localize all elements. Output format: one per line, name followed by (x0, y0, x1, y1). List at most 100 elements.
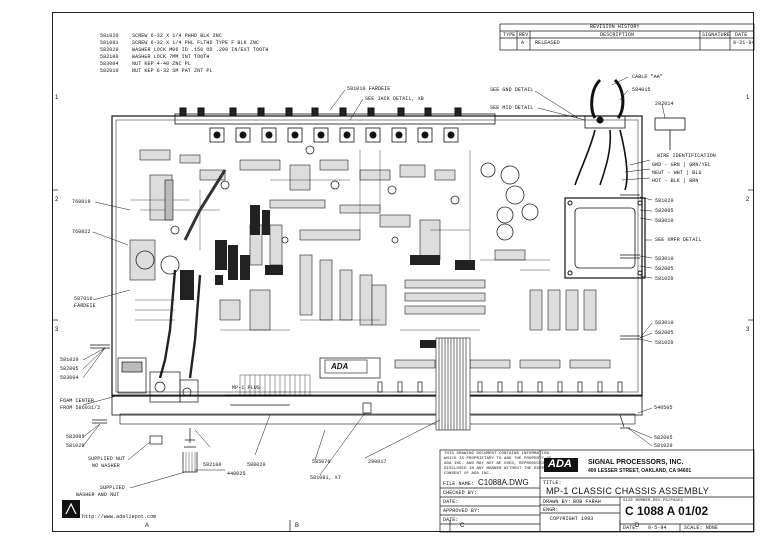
revision-header-description: DESCRIPTION (600, 32, 635, 38)
callout-right-581020-b: 581020 (655, 276, 674, 282)
callout-xmfr-detail: SEE XMFR DETAIL (655, 237, 702, 243)
zone-row-2-right: 2 (746, 197, 750, 203)
part-number: 583004 (100, 61, 119, 67)
zone-row-3-left: 3 (55, 327, 59, 333)
part-description: WASHER LOCK 7MM INT TOOTH (132, 54, 210, 60)
callout-right-581020-a: 581020 (655, 198, 674, 204)
revision-header-date: DATE (735, 32, 748, 38)
revision-header-type: TYPE (503, 32, 516, 38)
drawn-by-label: DRAWN BY: (543, 499, 571, 505)
callout-foam-center: FOAM CENTER (60, 398, 95, 404)
file-name: C1088A.DWG (478, 478, 529, 487)
date-label-3: DATE: (623, 525, 639, 531)
drawing-title: MP-1 CLASSIC CHASSIS ASSEMBLY (546, 486, 710, 496)
approved-by-label: APPROVED BY: (443, 508, 481, 514)
callout-supplied: SUPPLIED (100, 485, 125, 491)
transformer (564, 197, 646, 279)
zone-col-d: D (635, 523, 640, 529)
callout-fardeie-left: FARDEIE (74, 303, 96, 309)
callout-mid-detail: SEE MID DETAIL (490, 105, 534, 111)
callout-584015: 584015 (632, 87, 651, 93)
revision-date: 9-21-94 (733, 40, 755, 46)
part-number: 582100 (100, 54, 119, 60)
company-logo: ADA (548, 458, 572, 470)
callout-581081: 581081, X7 (310, 475, 342, 481)
revision-description: RELEASED (535, 40, 560, 46)
title-label: TITLE: (543, 480, 562, 486)
part-description: NUT KEP 4-40 ZNC PL (132, 61, 191, 67)
callout-right-583010-b: 583010 (655, 256, 674, 262)
size-label: SIZE NUMBER-REV-PG/PAGES (623, 499, 684, 503)
callout-wire-id: WIRE IDENTIFICATION (657, 153, 716, 159)
callout-gnd-detail: SEE GND DETAIL (490, 87, 534, 93)
callout-washer-and-nut: WASHER AND NUT (76, 492, 120, 498)
callout-foam-from: FROM 586031/2 (60, 405, 101, 411)
part-number: 581020 (100, 33, 119, 39)
fastener-details (90, 194, 640, 473)
callout-fardeie-top: 581010 FARDEIE (347, 86, 391, 92)
engr-label: ENGR: (543, 507, 559, 513)
callout-wire-hot: HOT - BLK | BRN (652, 178, 699, 184)
ribbon-cables (158, 169, 227, 379)
callout-supplied-nut: SUPPLIED NUT (88, 456, 126, 462)
callout-582100: 582100 (203, 462, 222, 468)
callout-left-581020-b: 581020 (66, 443, 85, 449)
flat-ribbon-290017 (435, 337, 471, 431)
revision-header-signature: SIGNATURE (702, 32, 730, 38)
callout-587010: 587010 (74, 296, 93, 302)
callout-580020: 580020 (247, 462, 266, 468)
callout-cable-aa: CABLE "AA" (632, 74, 664, 80)
callout-left-583004: 583004 (60, 375, 79, 381)
notice-line: CONSENT OF ADA INC. (444, 472, 492, 476)
callout-760819: 760819 (72, 199, 91, 205)
ada-logo-mark (544, 458, 578, 472)
zone-col-b: B (295, 523, 300, 529)
zone-row-1-right: 1 (746, 95, 750, 101)
callout-right-581020-d: 581020 (654, 443, 673, 449)
callout-585070: 585070 (312, 459, 331, 465)
drawn-by: BOB FARAH (573, 499, 601, 505)
callout-right-582005-d: 582005 (654, 435, 673, 441)
part-number: 582010 (100, 68, 119, 74)
callout-left-582005-b: 582005 (66, 434, 85, 440)
copyright: COPYRIGHT 1993 (550, 516, 594, 522)
front-panel (117, 357, 623, 414)
part-description: WASHER LOCK M06 ID .150 OD .290 IN/EXT T… (132, 47, 269, 53)
drawing-date: 9-5-94 (648, 525, 667, 531)
callout-760822: 760822 (72, 229, 91, 235)
drawing-number: C 1088 A 01/02 (625, 504, 709, 518)
callout-right-582005-b: 582005 (655, 266, 674, 272)
callout-right-582005-c: 582005 (655, 330, 674, 336)
callout-wire-neut: NEUT - WHT | BLU (652, 170, 702, 176)
date-label-2: DATE: (443, 517, 459, 523)
callout-left-582005: 582005 (60, 366, 79, 372)
zone-col-a: A (145, 523, 150, 529)
date-label-1: DATE: (443, 499, 459, 505)
notice-line: DISCLOSED IN ANY MANNER WITHOUT THE EXPR… (444, 467, 557, 471)
callout-540505: 540505 (654, 405, 673, 411)
part-number: 582020 (100, 47, 119, 53)
rear-jack-strip (174, 107, 496, 143)
pcb-ada-mark (324, 359, 368, 374)
watermark-url: http://www.adaliepot.com (82, 514, 157, 520)
callout-right-582005-a: 582005 (655, 208, 674, 214)
callout-282014: 282014 (655, 101, 674, 107)
notice-line: THIS DRAWING DOCUMENT CONTAINS INFORMATI… (444, 452, 550, 456)
revision-header-rev: REV (519, 32, 529, 38)
zone-row-1-left: 1 (55, 95, 59, 101)
company-address: 400 LESSER STREET, OAKLAND, CA 94601 (588, 468, 692, 474)
zone-row-3-right: 3 (746, 327, 750, 333)
notice-line: ADA INC. AND MAY NOT BE USED, REPRODUCED… (444, 462, 552, 466)
callout-right-581020-c: 581020 (655, 340, 674, 346)
revision-rev: A (521, 40, 525, 46)
callout-right-583010-a: 583010 (655, 218, 674, 224)
notice-line: WHICH IS PROPRIETARY TO AND THE PROPERTY… (444, 457, 552, 461)
file-name-label: FILE NAME: (443, 481, 475, 487)
part-description: SCREW 6-32 X 1/4 PHHD BLK ZNC (132, 33, 222, 39)
company-name: SIGNAL PROCESSORS, INC. (588, 459, 684, 466)
pcb-components (129, 145, 611, 369)
callout-jack-detail: SEE JACK DETAIL, XB (365, 96, 424, 102)
pcb-logo-text: ADA (331, 362, 349, 371)
callout-440025: 440025 (227, 471, 246, 477)
